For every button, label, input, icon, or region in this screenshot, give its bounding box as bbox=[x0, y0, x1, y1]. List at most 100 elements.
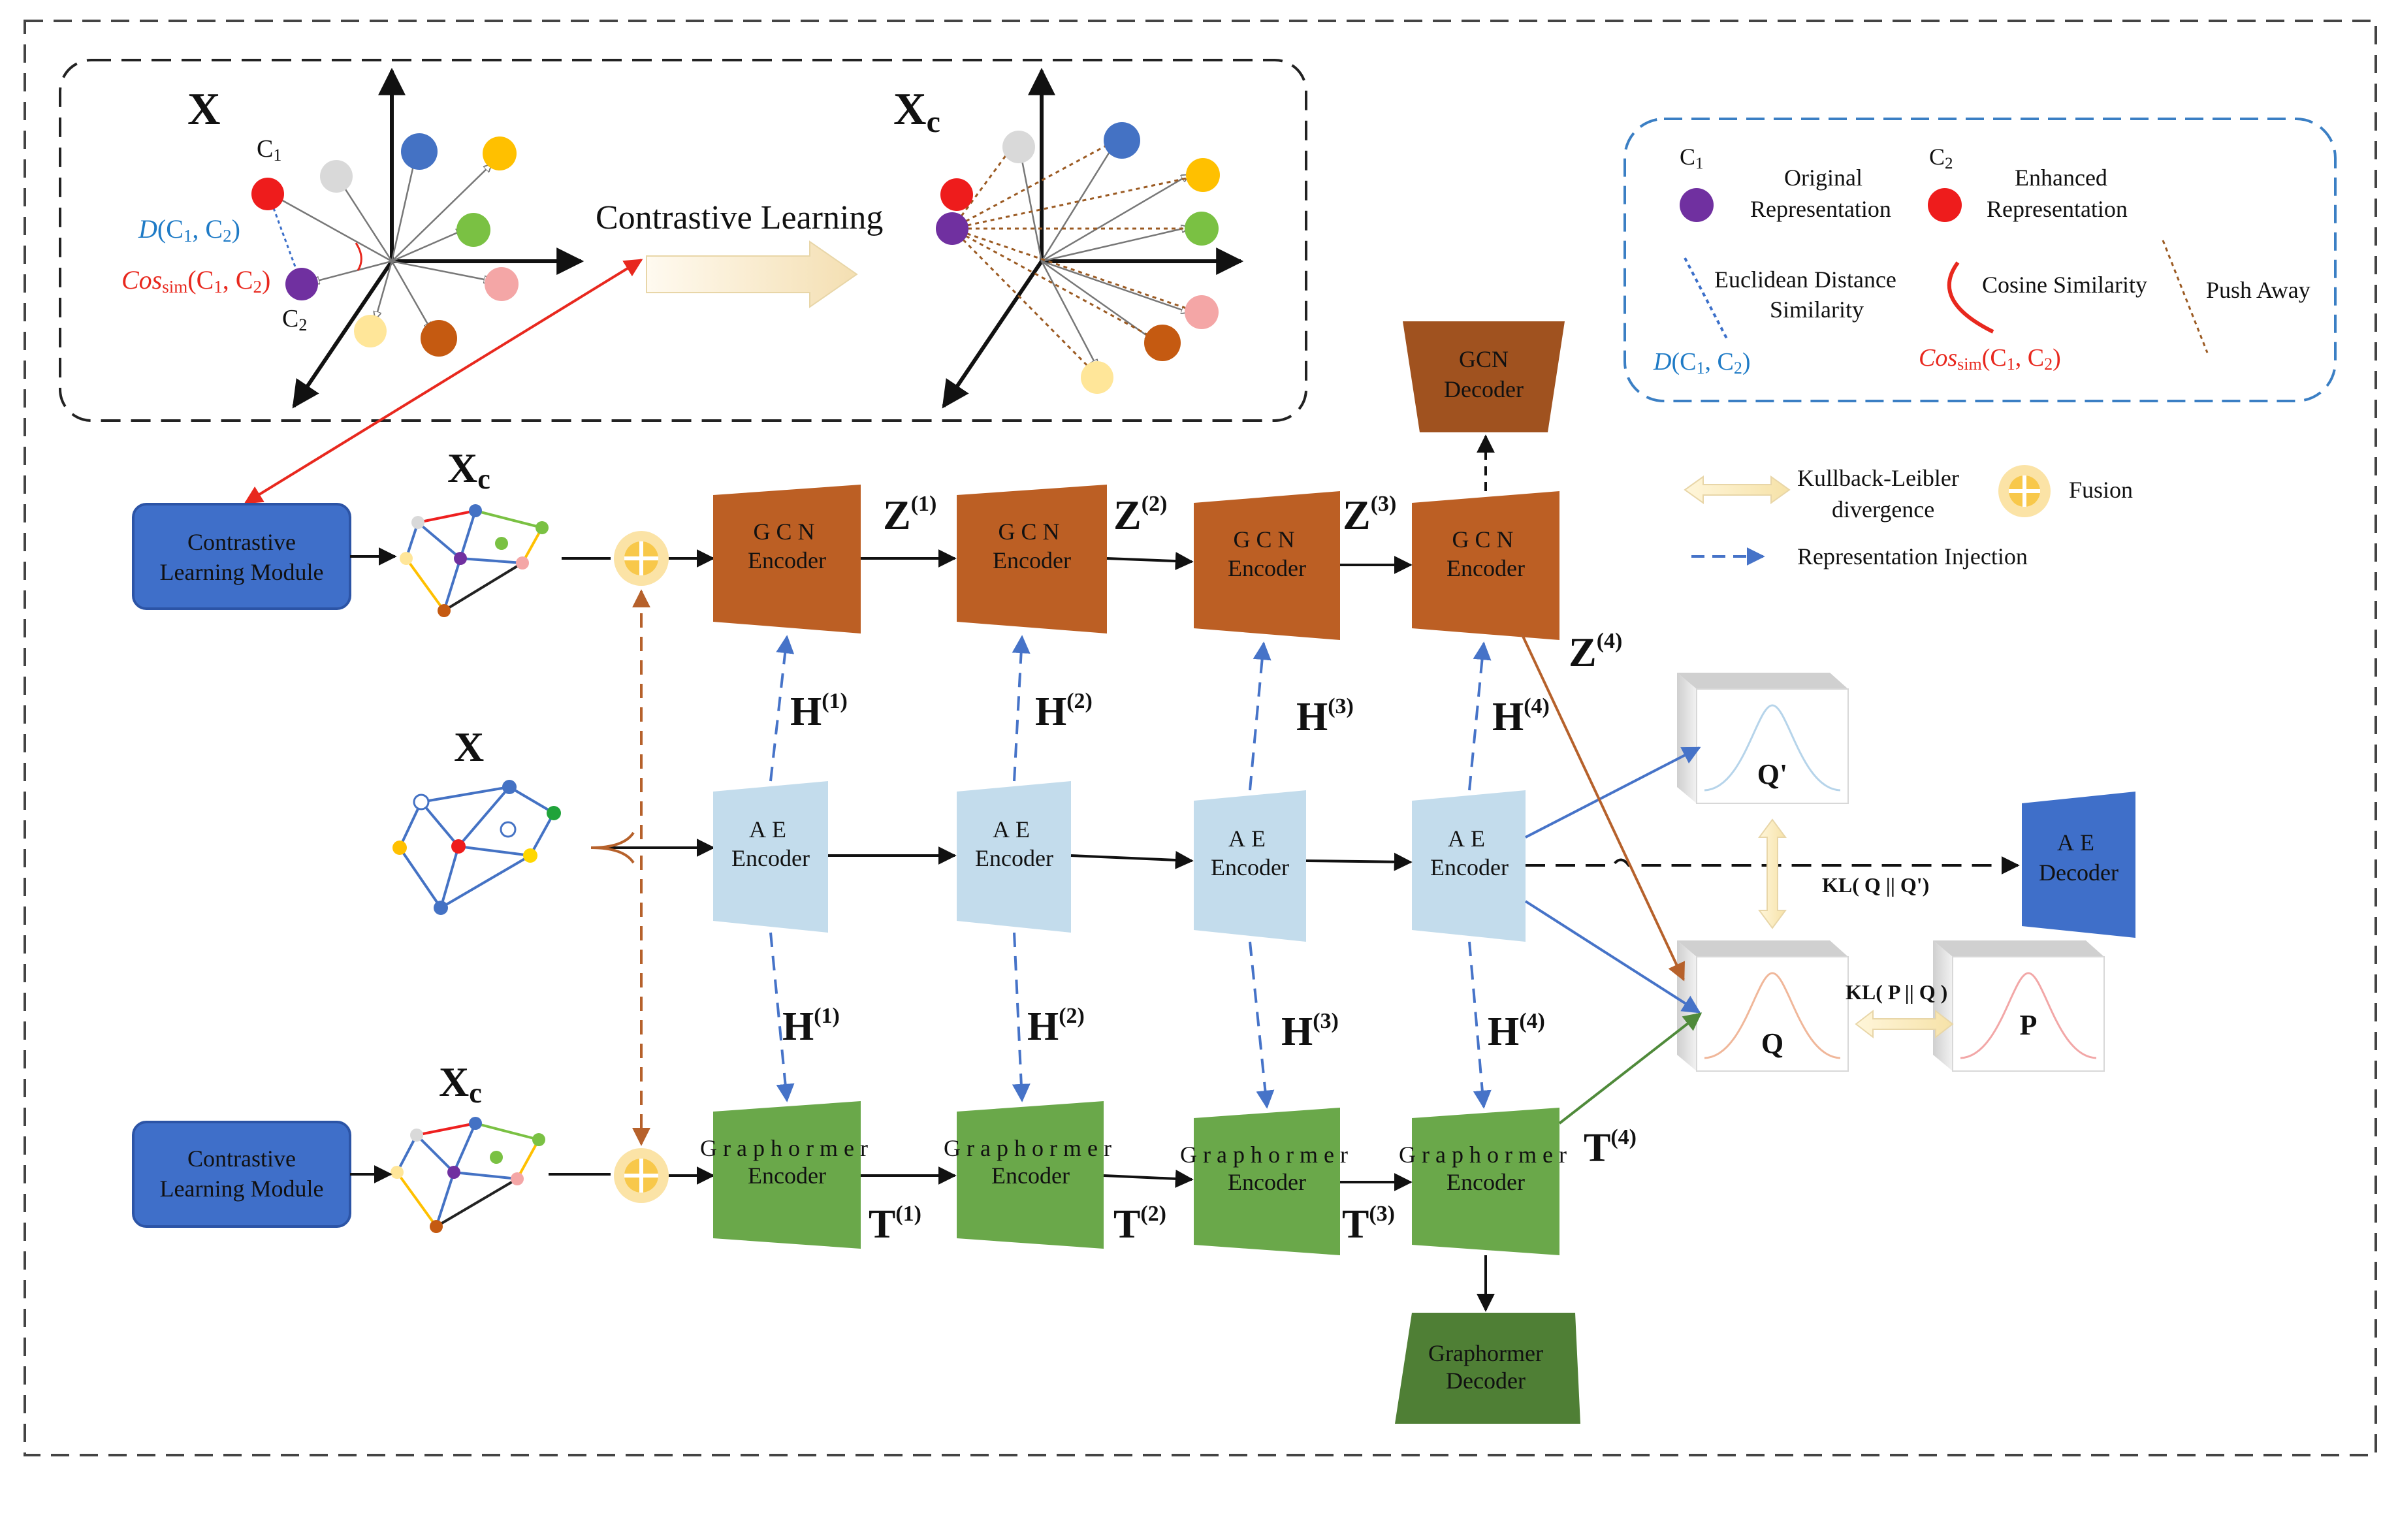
svg-text:GCN: GCN bbox=[753, 519, 820, 545]
svg-text:Encoder: Encoder bbox=[748, 547, 826, 573]
contrastive-panel bbox=[59, 59, 1307, 422]
gcn-encoder-4: GCN Encoder bbox=[1412, 491, 1559, 640]
graph-xc-bottom bbox=[391, 1117, 545, 1233]
graphormer-encoder-2: Graphormer Encoder bbox=[944, 1101, 1111, 1249]
ae-encoder-3: AE Encoder bbox=[1194, 790, 1306, 942]
svg-text:Encoder: Encoder bbox=[731, 845, 810, 871]
gcn-encoder-3: GCN Encoder bbox=[1194, 491, 1340, 640]
kl-arrow-vertical bbox=[1758, 818, 1787, 929]
graph-x-middle bbox=[392, 780, 561, 915]
svg-text:Encoder: Encoder bbox=[1228, 555, 1306, 581]
t4-label: T(4) bbox=[1584, 1125, 1637, 1170]
input-arrows bbox=[350, 547, 715, 1185]
cosine-label: Cossim(C1, C2) bbox=[121, 265, 270, 297]
legend-cosine: Cosine Similarity bbox=[1982, 272, 2147, 298]
xc-space-vectors bbox=[1019, 140, 1189, 367]
z2-label: Z(2) bbox=[1113, 492, 1167, 538]
push-away-lines bbox=[951, 136, 1202, 377]
clm-link-arrow bbox=[244, 259, 643, 504]
svg-text:Graphormer: Graphormer bbox=[1399, 1142, 1573, 1168]
c1-label: C1 bbox=[257, 135, 281, 165]
fusion-bottom bbox=[614, 1148, 669, 1203]
svg-text:Encoder: Encoder bbox=[991, 1163, 1070, 1189]
svg-text:Contrastive: Contrastive bbox=[187, 529, 296, 555]
svg-text:GCN: GCN bbox=[998, 519, 1065, 545]
graphormer-row-arrows bbox=[861, 1166, 1495, 1312]
clm-top: Contrastive Learning Module bbox=[132, 503, 351, 610]
legend-euclid-2: Similarity bbox=[1770, 297, 1864, 323]
svg-text:Graphormer: Graphormer bbox=[700, 1135, 874, 1161]
svg-text:Encoder: Encoder bbox=[748, 1163, 826, 1189]
legend-push-line bbox=[2162, 240, 2209, 353]
legend-fusion-label: Fusion bbox=[2069, 477, 2133, 503]
svg-text:Decoder: Decoder bbox=[2039, 859, 2118, 886]
svg-text:Encoder: Encoder bbox=[975, 845, 1053, 871]
legend-kl-2: divergence bbox=[1832, 496, 1934, 522]
svg-text:AE: AE bbox=[1448, 826, 1491, 852]
x-space-label: X bbox=[187, 84, 221, 135]
graphormer-encoder-3: Graphormer Encoder bbox=[1180, 1108, 1348, 1255]
ae-decoder: AE Decoder bbox=[2022, 792, 2135, 938]
svg-text:Contrastive: Contrastive bbox=[187, 1146, 296, 1172]
z1-label: Z(1) bbox=[883, 492, 936, 538]
t3-label: T(3) bbox=[1342, 1202, 1395, 1247]
legend-panel bbox=[1623, 118, 2337, 402]
graphormer-encoder-4: Graphormer Encoder bbox=[1399, 1108, 1573, 1255]
gcn-row-arrows bbox=[861, 434, 1495, 574]
svg-text:AE: AE bbox=[1228, 826, 1271, 852]
svg-text:Encoder: Encoder bbox=[1447, 1169, 1525, 1195]
legend-kl-arrow bbox=[1684, 475, 1791, 504]
svg-text:Decoder: Decoder bbox=[1446, 1368, 1526, 1394]
h3-lower-label: H(3) bbox=[1281, 1009, 1339, 1054]
legend-kl-1: Kullback-Leibler bbox=[1797, 465, 1959, 491]
svg-text:Encoder: Encoder bbox=[1228, 1169, 1306, 1195]
svg-text:Learning Module: Learning Module bbox=[160, 1176, 324, 1202]
graphormer-to-q-arrow bbox=[1558, 1012, 1703, 1125]
h4-lower-label: H(4) bbox=[1488, 1009, 1545, 1054]
ae-encoder-2: AE Encoder bbox=[957, 781, 1071, 933]
legend-original-dot bbox=[1680, 188, 1714, 222]
svg-text:AE: AE bbox=[2057, 829, 2100, 856]
distance-label: D(C1, C2) bbox=[138, 214, 240, 246]
legend-cos-formula: Cossim(C1, C2) bbox=[1919, 344, 2061, 374]
z4-label: Z(4) bbox=[1569, 629, 1622, 675]
gcn-to-q-arrow bbox=[1520, 633, 1686, 982]
legend-enhanced-1: Enhanced bbox=[2015, 165, 2107, 191]
contrastive-learning-arrow bbox=[646, 240, 858, 308]
z3-label: Z(3) bbox=[1343, 492, 1396, 538]
x-space-vectors bbox=[274, 160, 491, 330]
svg-text:GCN: GCN bbox=[1459, 346, 1509, 372]
xc-space-label: Xc bbox=[893, 84, 940, 139]
h4-upper-label: H(4) bbox=[1492, 694, 1550, 739]
kl-pq-label: KL( P || Q ) bbox=[1846, 980, 1947, 1004]
svg-text:Encoder: Encoder bbox=[993, 547, 1071, 573]
outer-frame bbox=[24, 20, 2377, 1456]
legend-enhanced-dot bbox=[1928, 188, 1962, 222]
graphormer-decoder: Graphormer Decoder bbox=[1395, 1313, 1580, 1424]
contrastive-learning-label: Contrastive Learning bbox=[596, 199, 883, 236]
svg-text:Graphormer: Graphormer bbox=[1428, 1340, 1543, 1366]
h3-upper-label: H(3) bbox=[1296, 694, 1354, 739]
h2-lower-label: H(2) bbox=[1027, 1004, 1085, 1049]
svg-text:Learning Module: Learning Module bbox=[160, 559, 324, 585]
h1-upper-label: H(1) bbox=[790, 689, 848, 734]
xc-label-bottom: Xc bbox=[439, 1059, 482, 1109]
ae-encoder-4: AE Encoder bbox=[1412, 790, 1526, 942]
p-box: P bbox=[1933, 940, 2105, 1072]
x-fork bbox=[590, 589, 650, 1146]
gcn-encoder-1: GCN Encoder bbox=[713, 485, 861, 634]
legend-original-2: Representation bbox=[1750, 196, 1891, 222]
legend-c1: C1 bbox=[1680, 144, 1704, 172]
graphormer-encoder-1: Graphormer Encoder bbox=[700, 1101, 874, 1249]
svg-text:Encoder: Encoder bbox=[1211, 854, 1289, 880]
svg-text:AE: AE bbox=[993, 816, 1036, 842]
svg-text:Encoder: Encoder bbox=[1447, 555, 1525, 581]
legend-euclid-1: Euclidean Distance bbox=[1714, 266, 1896, 293]
q-prime-box: Q' bbox=[1677, 673, 1849, 804]
legend-push-away: Push Away bbox=[2206, 277, 2310, 303]
clm-bottom: Contrastive Learning Module bbox=[132, 1121, 351, 1228]
c2-label: C2 bbox=[282, 305, 307, 334]
q-box: Q bbox=[1677, 940, 1849, 1072]
